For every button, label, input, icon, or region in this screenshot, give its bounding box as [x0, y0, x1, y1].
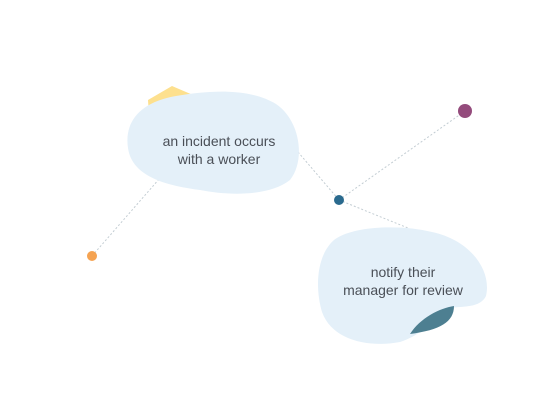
incident-node-label: an incident occurs with a worker	[134, 132, 304, 168]
connector-hub-to-notify	[338, 199, 409, 229]
notify-node-label: notify their manager for review	[322, 263, 484, 299]
incident-label-line-2: with a worker	[177, 151, 261, 167]
notify-label-line-1: notify their	[370, 264, 436, 280]
top-right-endpoint-dot	[458, 104, 472, 118]
hub-dot	[334, 195, 344, 205]
connector-incident-to-hub	[297, 151, 340, 201]
notify-label-line-2: manager for review	[343, 282, 463, 298]
left-endpoint-dot	[87, 251, 97, 261]
connector-hub-to-top-right	[338, 110, 466, 201]
connector-left-to-incident	[91, 177, 161, 257]
incident-label-line-1: an incident occurs	[162, 133, 276, 149]
notify-bubble	[318, 227, 487, 344]
notify-accent-shape	[410, 306, 454, 334]
incident-bubble	[127, 91, 299, 194]
